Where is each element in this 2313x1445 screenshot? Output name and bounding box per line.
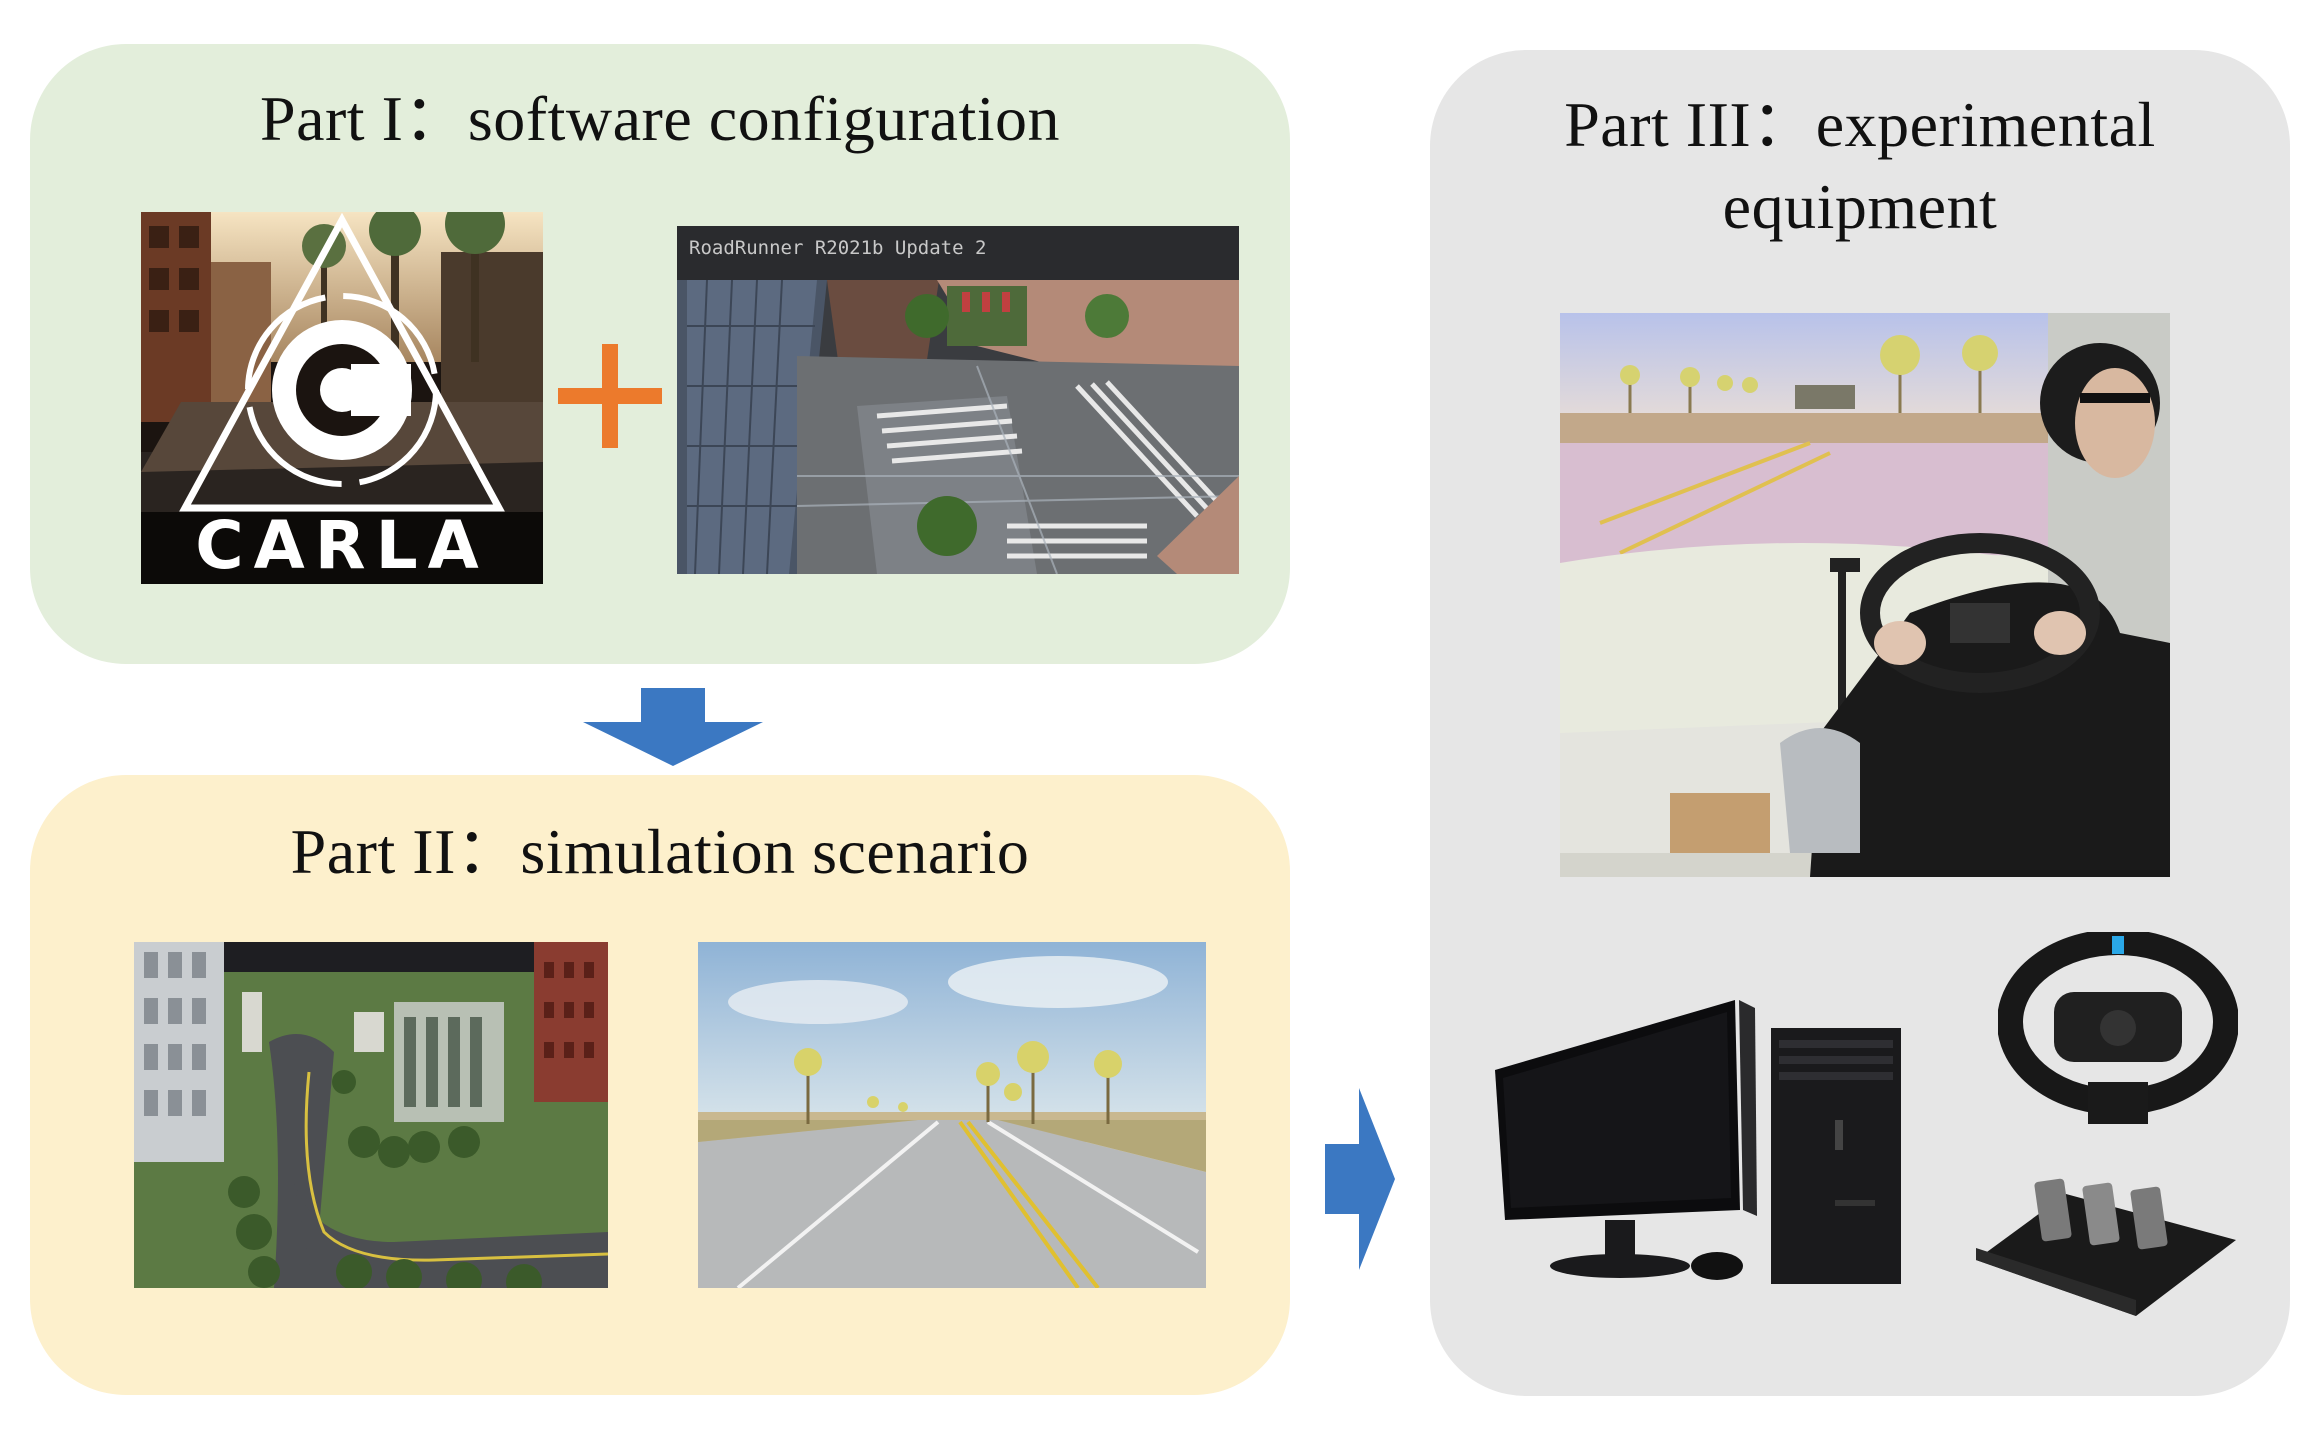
road-scenario-image — [698, 942, 1206, 1288]
part1-title: Part I：software configuration — [259, 83, 1061, 154]
roadrunner-screenshot: RoadRunner R2021b Update 2 — [677, 226, 1239, 574]
city-scenario-image — [134, 942, 608, 1288]
driving-simulator-photo — [1560, 313, 2170, 877]
carla-logo-image: CARLA — [141, 212, 543, 584]
part1-panel: Part I：software configuration — [30, 44, 1290, 664]
pedals-photo — [1976, 1170, 2236, 1316]
down-arrow-icon — [583, 688, 763, 766]
computer-photo — [1485, 1000, 1905, 1300]
plus-icon — [558, 344, 662, 448]
carla-logo-text: CARLA — [195, 507, 488, 584]
part2-title: Part II：simulation scenario — [290, 816, 1030, 887]
part2-panel: Part II：simulation scenario — [30, 775, 1290, 1395]
steering-wheel-photo — [1998, 932, 2238, 1124]
right-arrow-icon — [1325, 1088, 1395, 1270]
part3-title: Part III：experimental equipment — [1564, 89, 2156, 242]
part3-panel: Part III：experimental equipment — [1430, 50, 2290, 1396]
roadrunner-window-title: RoadRunner R2021b Update 2 — [689, 237, 986, 259]
